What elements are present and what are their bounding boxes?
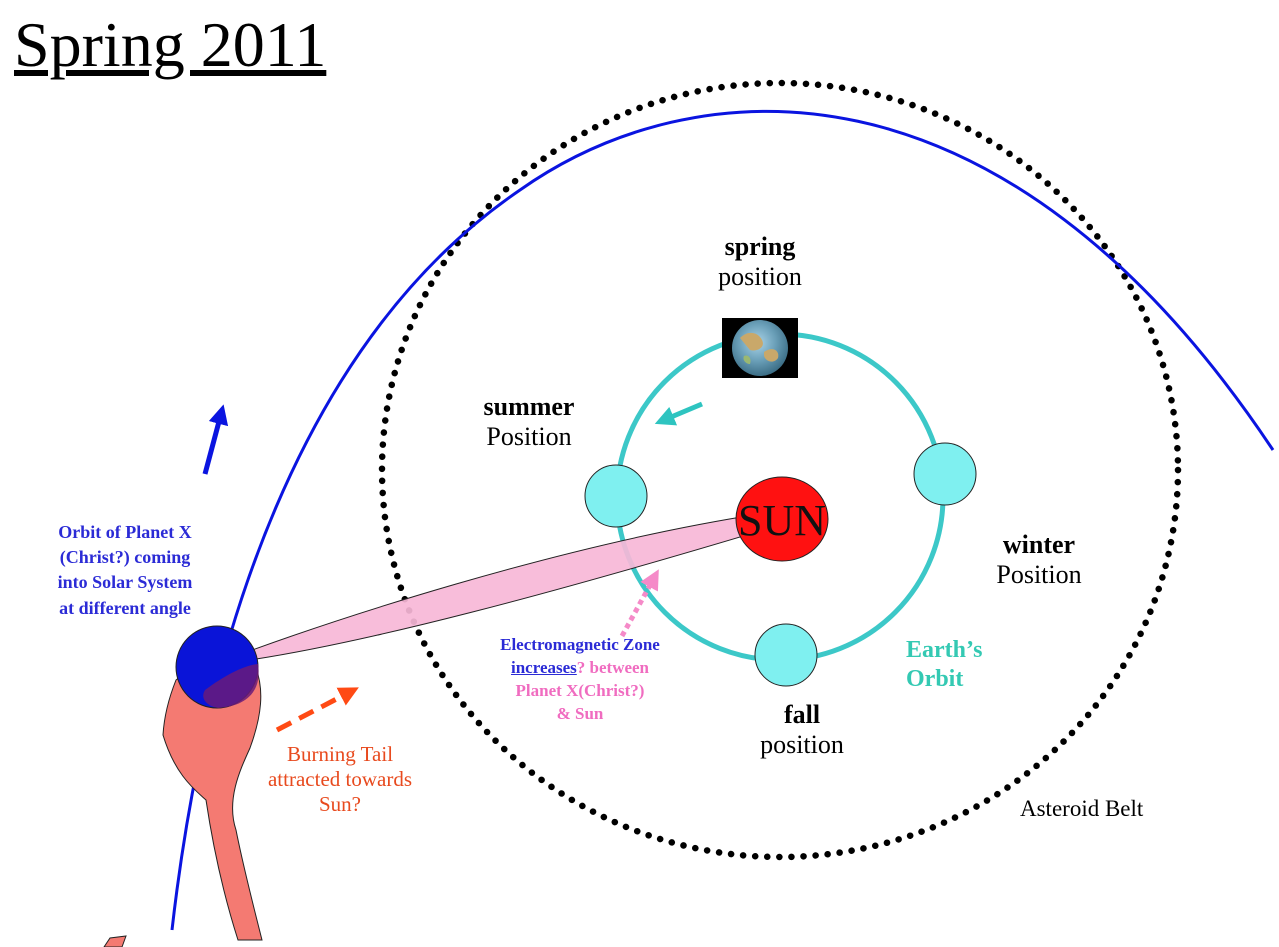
sun (735, 476, 829, 562)
planet-x-note-line: at different angle (59, 597, 191, 618)
planet-x-shadow (203, 664, 259, 708)
planet-x-orbit-note: Orbit of Planet X (Christ?) coming into … (30, 520, 220, 621)
spring-name: spring (724, 232, 796, 261)
burning-tail-line: Burning Tail (286, 742, 394, 766)
planet-x-direction-arrow (202, 404, 229, 475)
winter-earth (913, 442, 977, 506)
fall-earth (754, 623, 818, 687)
em-zone-line-3: Planet X(Christ?) (515, 680, 645, 700)
earth-orbit-direction-arrow (654, 401, 703, 426)
fall-label: fall position (740, 700, 864, 760)
winter-label: winter Position (976, 530, 1102, 590)
em-zone-between: ? between (576, 657, 650, 677)
burning-tail-fragment (103, 935, 127, 947)
winter-name: winter (1002, 530, 1076, 559)
asteroid-belt-label: Asteroid Belt (1020, 796, 1144, 821)
winter-sub: Position (996, 559, 1082, 589)
sun-label: SUN (737, 496, 827, 545)
summer-earth (584, 464, 648, 528)
spring-label: spring position (700, 232, 820, 292)
burning-tail-line: Sun? (319, 792, 361, 817)
burning-tail-attraction-arrow (275, 687, 359, 733)
fall-name: fall (783, 700, 821, 729)
earth-orbit-note: Earth’s Orbit (906, 636, 982, 694)
burning-tail-line: attracted towards (267, 767, 413, 792)
earth-orbit-line: Orbit (906, 665, 964, 692)
summer-label: summer Position (466, 392, 592, 452)
spring-sub: position (718, 261, 802, 291)
summer-name: summer (483, 392, 575, 421)
summer-sub: Position (486, 421, 572, 451)
fall-sub: position (760, 729, 844, 759)
spring-earth-globe-image (722, 318, 798, 378)
planet-x-note-line: Orbit of Planet X (58, 522, 192, 542)
burning-tail (162, 662, 263, 941)
em-zone-line-1: Electromagnetic Zone (500, 635, 660, 654)
page-title: Spring 2011 (14, 9, 327, 80)
planet-x-note-line: into Solar System (57, 572, 193, 593)
em-zone-line-4: & Sun (556, 703, 604, 723)
em-zone-note: Electromagnetic Zone increases? between … (470, 634, 690, 726)
em-zone-pointer-arrow (619, 569, 659, 638)
planet-x-note-line: (Christ?) coming (59, 547, 191, 568)
burning-tail-note: Burning Tail attracted towards Sun? (250, 742, 430, 818)
em-zone-increases: increases (510, 657, 577, 677)
asteroid-belt-ring (378, 79, 1182, 861)
earth-orbit-line: Earth’s (906, 637, 983, 663)
em-zone-line-2: increases? between (470, 657, 690, 680)
